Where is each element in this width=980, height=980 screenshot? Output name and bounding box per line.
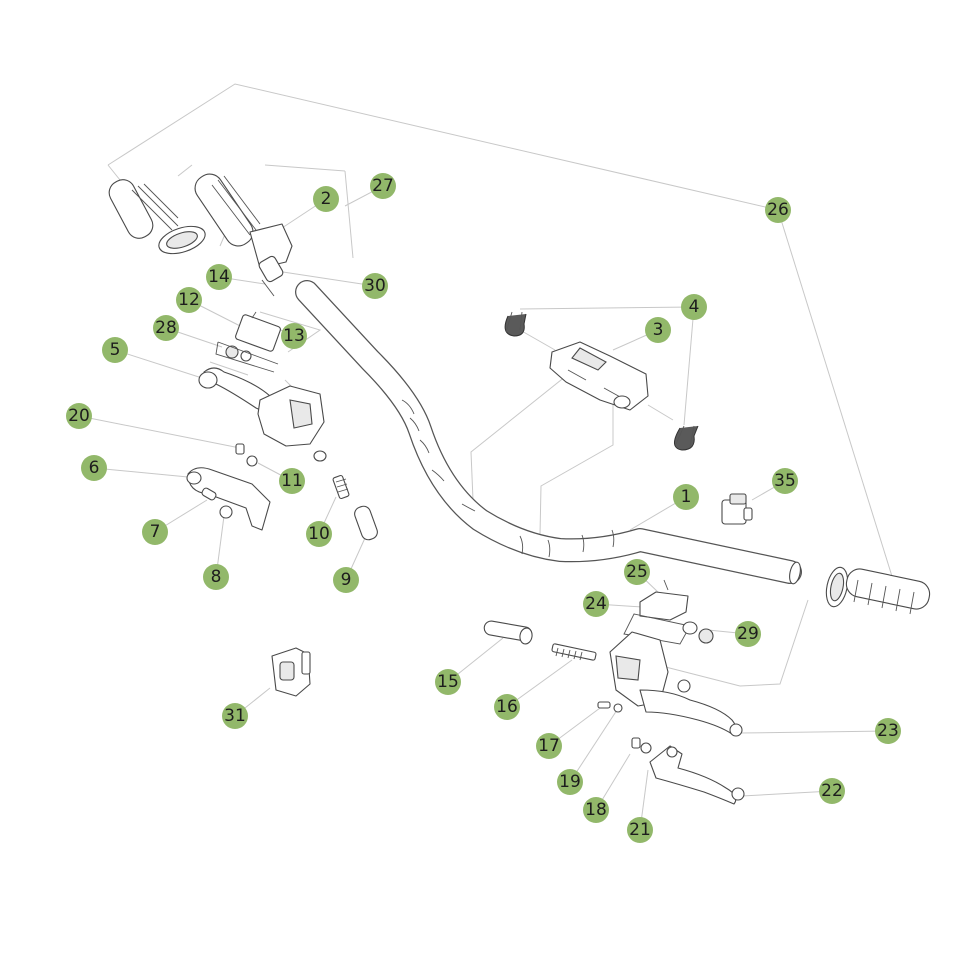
callout-label: 3 [653,320,664,340]
callout-label: 10 [308,524,330,544]
callout-label: 29 [737,624,759,644]
callout-31: 31 [222,703,248,729]
callout-17: 17 [536,733,562,759]
callout-label: 19 [559,772,581,792]
callout-label: 5 [110,340,121,360]
callout-label: 23 [877,721,899,741]
brake-push-rod [483,620,597,661]
callout-4: 4 [681,294,707,320]
brake-lever [649,745,745,805]
callout-21: 21 [627,817,653,843]
callout-27: 27 [370,173,396,199]
callout-10: 10 [306,521,332,547]
callout-label: 22 [821,781,843,801]
callout-label: 7 [150,522,161,542]
master-cylinder-cap [623,579,714,645]
clutch-lever [186,467,271,531]
callout-label: 27 [372,176,394,196]
small-fasteners-left [235,443,258,467]
callout-label: 30 [364,276,386,296]
callout-label: 11 [281,471,303,491]
callout-9: 9 [333,567,359,593]
switch-block [721,493,753,525]
callout-18: 18 [583,797,609,823]
callout-20: 20 [66,403,92,429]
clutch-lever-assembly [198,367,327,462]
small-fasteners-right [597,701,652,754]
callout-24: 24 [583,591,609,617]
callout-29: 29 [735,621,761,647]
callout-label: 16 [496,697,518,717]
callout-14: 14 [206,264,232,290]
callout-label: 31 [224,706,246,726]
callout-8: 8 [203,564,229,590]
callout-label: 12 [178,290,200,310]
callout-label: 24 [585,594,607,614]
callout-2: 2 [313,186,339,212]
callout-label: 21 [629,820,651,840]
callout-3: 3 [645,317,671,343]
callout-13: 13 [281,323,307,349]
callout-label: 9 [341,570,352,590]
callout-label: 25 [626,562,648,582]
left-grip [108,179,206,255]
right-grip [825,566,931,615]
callout-35: 35 [772,468,798,494]
callout-label: 13 [283,326,305,346]
u-bolt-bottom [674,425,699,451]
brake-master-cylinder [609,631,743,737]
callout-11: 11 [279,468,305,494]
throttle-grip [194,173,293,283]
callout-5: 5 [102,337,128,363]
callout-1: 1 [673,484,699,510]
callout-30: 30 [362,273,388,299]
callout-6: 6 [81,455,107,481]
clutch-perch [271,647,311,697]
callout-label: 6 [89,458,100,478]
callout-26: 26 [765,197,791,223]
callout-12: 12 [176,287,202,313]
u-bolt-top [504,311,527,337]
callout-label: 35 [774,471,796,491]
callout-label: 17 [538,736,560,756]
callout-label: 20 [68,406,90,426]
callout-label: 15 [437,672,459,692]
callout-23: 23 [875,718,901,744]
callout-label: 28 [155,318,177,338]
handlebar [295,280,802,585]
callout-16: 16 [494,694,520,720]
callout-22: 22 [819,778,845,804]
callout-label: 4 [689,297,700,317]
leader-lines [78,83,896,831]
riser-clamp [549,341,649,411]
callout-label: 14 [208,267,230,287]
callout-label: 26 [767,200,789,220]
callout-19: 19 [557,769,583,795]
callout-15: 15 [435,669,461,695]
callout-label: 1 [681,487,692,507]
callout-7: 7 [142,519,168,545]
callout-25: 25 [624,559,650,585]
clutch-cover-parts [215,279,281,373]
callout-label: 8 [211,567,222,587]
callout-label: 18 [585,800,607,820]
adjuster-screws-left [332,474,378,541]
callout-label: 2 [321,189,332,209]
callout-28: 28 [153,315,179,341]
